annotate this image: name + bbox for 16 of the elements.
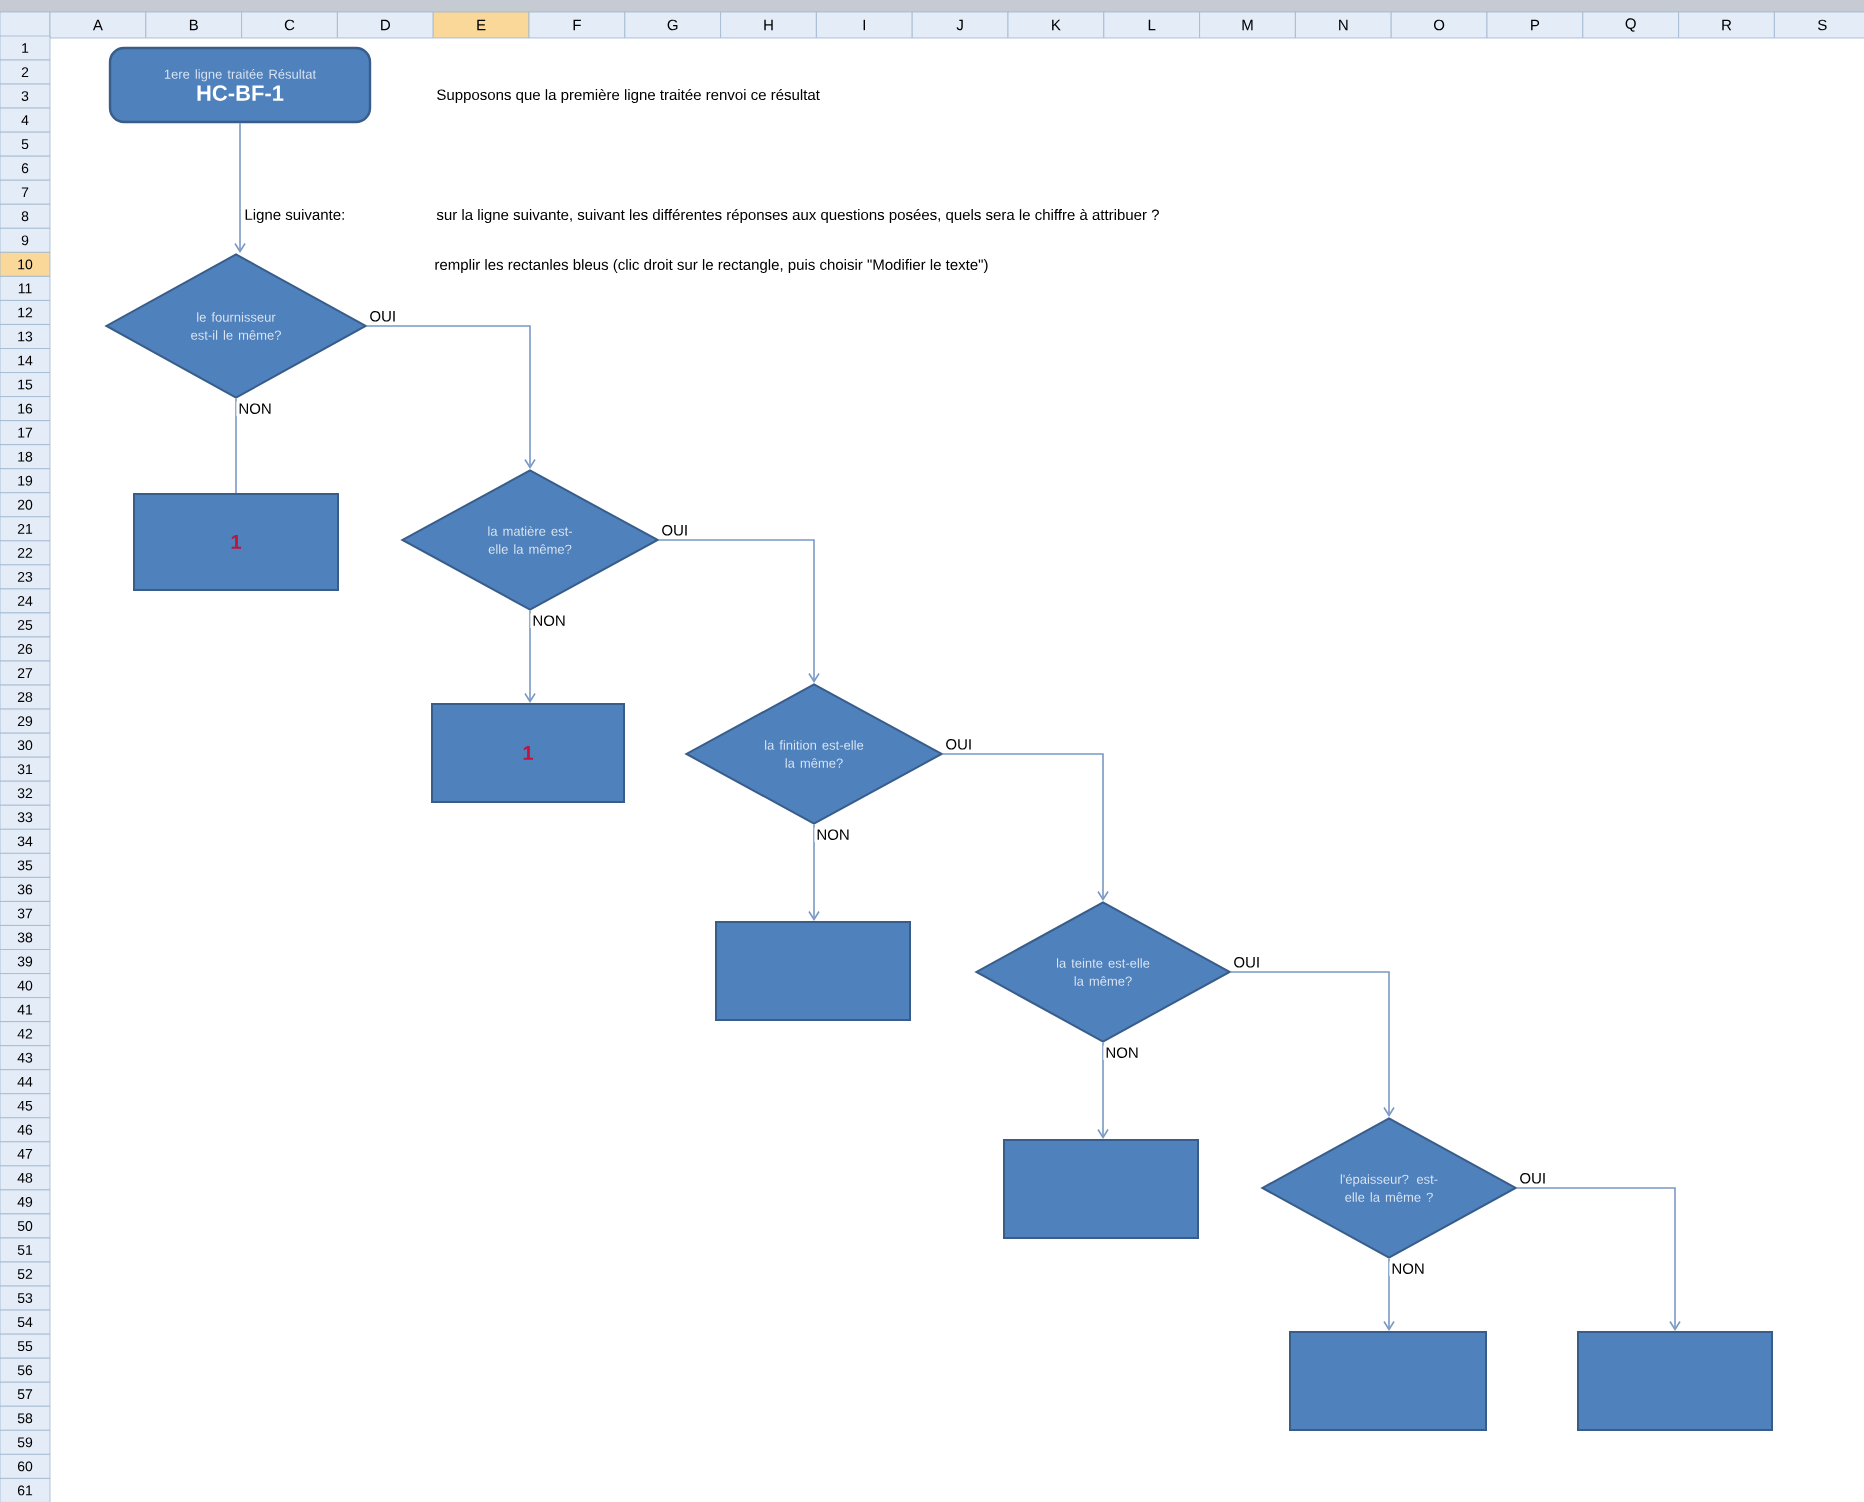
arrow — [658, 539, 820, 683]
result-box: 1 — [431, 703, 625, 803]
arrow — [808, 824, 820, 921]
result-box: 1 — [133, 493, 339, 591]
arrow — [234, 122, 246, 253]
arrow — [942, 753, 1109, 901]
result-box — [1577, 1331, 1773, 1431]
result-box — [1289, 1331, 1487, 1431]
arrow — [366, 325, 536, 469]
arrow — [1516, 1187, 1681, 1331]
result-box — [1003, 1139, 1199, 1239]
arrow — [1230, 971, 1395, 1117]
arrow — [1097, 1042, 1109, 1139]
result-box — [715, 921, 911, 1021]
arrow — [1383, 1258, 1395, 1331]
arrow — [524, 610, 536, 703]
